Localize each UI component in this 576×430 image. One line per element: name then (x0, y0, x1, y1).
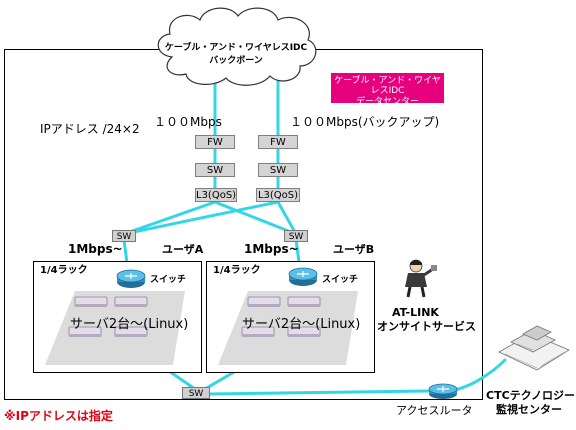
l3-qos-left: L3(QoS) (195, 188, 237, 202)
datacenter-label: ケーブル・アンド・ワイヤレスIDC データセンター (331, 73, 444, 107)
switch-b-label: スイッチ (322, 275, 359, 285)
datacenter-label-line2: データセンター (355, 96, 419, 107)
switch-right: SW (258, 163, 298, 177)
servers-a-label: サーバ2台～(Linux) (70, 317, 189, 332)
rack-a-label: 1/4ラック (40, 265, 88, 276)
user-b-name: ユーザB (333, 243, 375, 256)
monitoring-label-line2: 監視センター (496, 403, 562, 416)
ip-address-note: ※IPアドレスは指定 (4, 409, 113, 423)
access-switch-right: SW (284, 230, 308, 242)
access-router-icon (428, 383, 458, 399)
firewall-left: FW (195, 135, 235, 149)
switch-a-label: スイッチ (150, 275, 187, 285)
backbone-cloud-icon (157, 7, 317, 86)
uplink-primary-label: １００Mbps (154, 115, 222, 129)
access-switch-left: SW (112, 230, 136, 242)
servers-a-icon (68, 296, 148, 337)
bottom-switch: SW (182, 387, 210, 399)
switch-a-router-icon (116, 269, 146, 288)
servers-b-label: サーバ2台～(Linux) (242, 317, 361, 332)
link-l3right-swleft (122, 200, 280, 236)
cloud-label-line1: ケーブル・アンド・ワイヤレスIDC (164, 43, 308, 53)
link-l3right-swright (276, 200, 298, 236)
firewall-right: FW (258, 135, 298, 149)
rack-b-label: 1/4ラック (213, 265, 261, 276)
switch-left: SW (195, 163, 235, 177)
user-a-speed: 1Mbps~ (68, 242, 123, 256)
link-l3left-swright (213, 200, 298, 236)
access-router-label: アクセスルータ (396, 404, 473, 417)
cloud-label-line2: バックボーン (209, 56, 263, 66)
onsite-label-line2: オンサイトサービス (377, 320, 476, 333)
onsite-technician-icon (405, 259, 437, 298)
servers-b-icon (241, 296, 321, 337)
monitoring-label-line1: CTCテクノロジー (486, 389, 575, 402)
l3-qos-right: L3(QoS) (256, 188, 300, 202)
link-router-monitor (453, 358, 507, 392)
link-l3left-swleft (122, 200, 217, 236)
onsite-label-line1: AT-LINK (392, 306, 439, 319)
link-bottomsw-router (208, 389, 430, 396)
monitoring-center-building-icon (498, 325, 570, 371)
user-b-speed: 1Mbps~ (244, 242, 299, 256)
datacenter-label-line1: ケーブル・アンド・ワイヤレスIDC (334, 76, 441, 97)
user-a-name: ユーザA (162, 243, 204, 256)
switch-b-router-icon (288, 267, 318, 286)
uplink-backup-label: １００Mbps(バックアップ) (290, 115, 440, 129)
ip-address-label: IPアドレス /24×2 (40, 122, 140, 136)
